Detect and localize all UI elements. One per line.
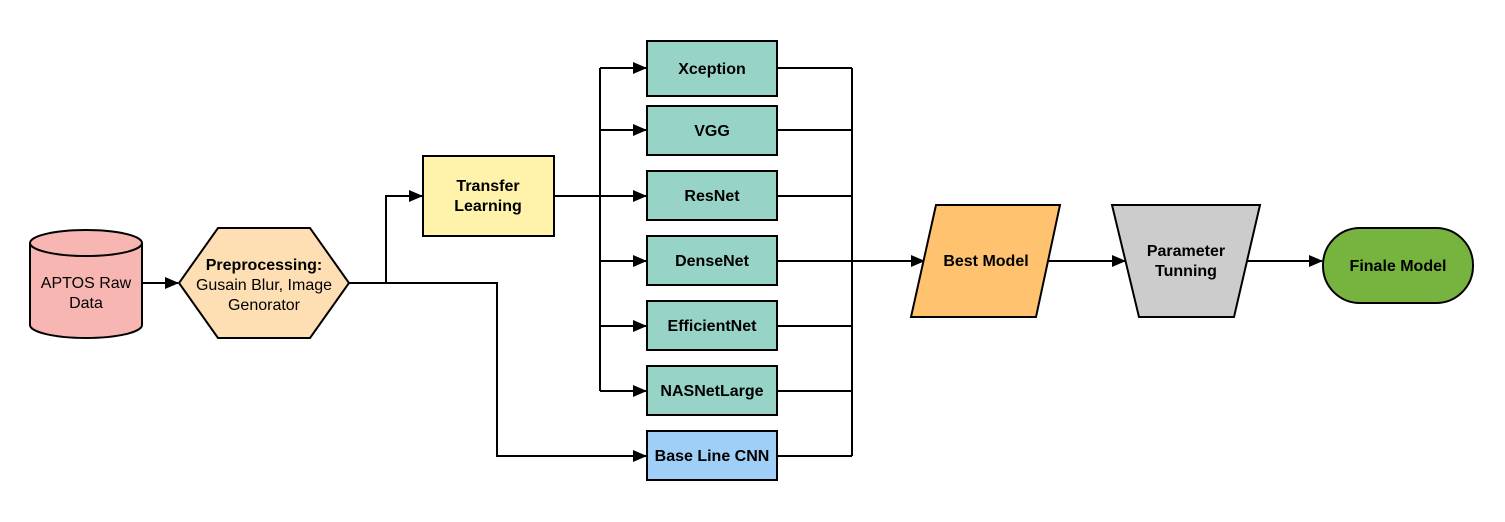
database-cylinder-rim <box>29 242 143 257</box>
transfer-learning-box <box>422 155 555 237</box>
vgg-box <box>646 105 778 156</box>
node-vgg: VGG <box>646 105 778 156</box>
node-baseline-cnn: Base Line CNN <box>646 430 778 481</box>
edges <box>142 62 1323 462</box>
transfer-learning-line2: Learning <box>454 198 522 215</box>
raw-data-label-line1: APTOS Raw <box>41 275 132 292</box>
densenet-box <box>646 235 778 286</box>
preprocessing-line3: Genorator <box>228 297 301 314</box>
best-model-parallelogram <box>909 204 1062 318</box>
vgg-label: VGG <box>694 123 730 140</box>
efficientnet-box <box>646 300 778 351</box>
nasnetlarge-box <box>646 365 778 416</box>
transfer-learning-line1: Transfer <box>456 178 519 195</box>
node-parameter-tuning: Parameter Tunning <box>1110 204 1262 318</box>
nasnetlarge-label: NASNetLarge <box>660 383 763 400</box>
baseline-cnn-box <box>646 430 778 481</box>
finale-model-terminator <box>1322 227 1474 304</box>
preprocessing-line2: Gusain Blur, Image <box>196 277 332 294</box>
resnet-label: ResNet <box>684 188 740 205</box>
edge-preprocessing-to-transfer <box>349 190 423 284</box>
node-finale-model: Finale Model <box>1322 227 1474 304</box>
node-densenet: DenseNet <box>646 235 778 286</box>
node-nasnetlarge: NASNetLarge <box>646 365 778 416</box>
densenet-label: DenseNet <box>675 253 749 270</box>
node-efficientnet: EfficientNet <box>646 300 778 351</box>
resnet-box <box>646 170 778 221</box>
node-xception: Xception <box>646 40 778 97</box>
node-preprocessing: Preprocessing: Gusain Blur, Image Genora… <box>177 227 351 339</box>
edge-preprocessing-to-baseline <box>386 282 647 462</box>
preprocessing-title: Preprocessing: <box>206 257 322 274</box>
node-best-model: Best Model <box>909 204 1062 318</box>
xception-label: Xception <box>678 61 746 78</box>
finale-model-label: Finale Model <box>1350 258 1447 275</box>
efficientnet-label: EfficientNet <box>668 318 758 335</box>
best-model-label: Best Model <box>943 253 1028 270</box>
xception-box <box>646 40 778 97</box>
database-cylinder-shape <box>29 229 143 339</box>
baseline-cnn-label: Base Line CNN <box>655 448 770 465</box>
node-transfer-learning: Transfer Learning <box>422 155 555 237</box>
hexagon-shape <box>177 227 351 339</box>
parameter-tuning-line2: Tunning <box>1155 263 1217 280</box>
raw-data-label-line2: Data <box>69 295 103 312</box>
parameter-tuning-line1: Parameter <box>1147 243 1225 260</box>
parameter-tuning-trapezoid <box>1110 204 1262 318</box>
node-raw-data: APTOS Raw Data <box>29 229 143 339</box>
node-resnet: ResNet <box>646 170 778 221</box>
